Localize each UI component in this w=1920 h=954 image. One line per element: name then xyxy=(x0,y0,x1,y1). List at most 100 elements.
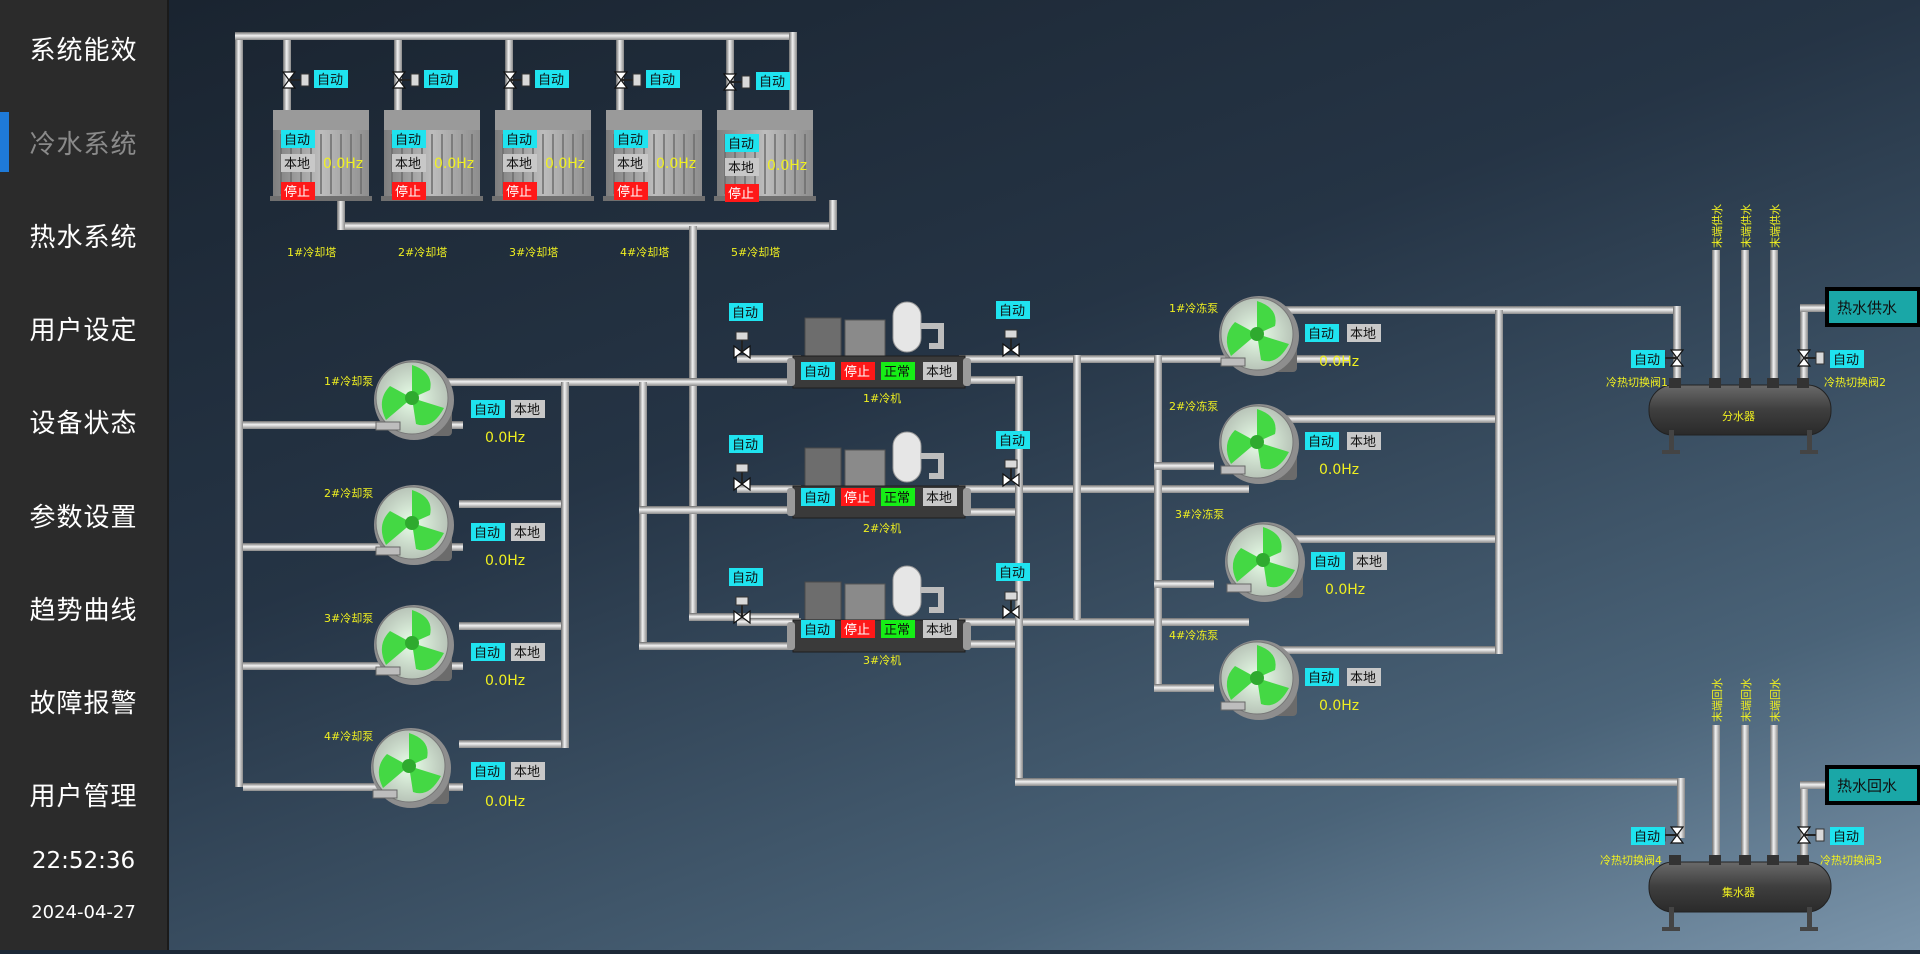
cooling-tower-2[interactable]: 自动 本地 停止 0.0Hz xyxy=(380,109,484,202)
chilled-pump-2[interactable]: 自动 本地 0.0Hz xyxy=(1218,403,1381,485)
chilled-water-diagram: 自动 本地 停止 0.0Hz 1#冷却塔 自动 自动 本地 停止 0.0Hz 2… xyxy=(169,0,1920,950)
chiller-1-label: 1#冷机 xyxy=(863,391,901,405)
cooling-tower-1[interactable]: 自动 本地 停止 0.0Hz xyxy=(269,109,373,202)
valve-auto: 自动 xyxy=(756,72,790,90)
chilled-pump-1[interactable]: 自动 本地 0.0Hz xyxy=(1218,295,1381,377)
cooling-tower-5[interactable]: 自动 本地 停止 0.0Hz xyxy=(713,109,817,202)
svg-text:本地: 本地 xyxy=(1350,671,1376,686)
svg-text:自动: 自动 xyxy=(649,73,675,88)
status-local: 本地 xyxy=(511,400,545,418)
svg-text:自动: 自动 xyxy=(999,304,1025,319)
cooling-pump-3[interactable]: 自动 本地 0.0Hz xyxy=(373,604,545,689)
collector-label: 集水器 xyxy=(1722,885,1755,899)
nav-user-management[interactable]: 用户管理 xyxy=(29,781,138,812)
svg-text:自动: 自动 xyxy=(732,306,758,321)
status-stop: 停止 xyxy=(281,182,315,200)
process-diagram: 自动 本地 停止 0.0Hz 1#冷却塔 自动 自动 本地 停止 0.0Hz 2… xyxy=(235,32,1920,931)
valve-auto: 自动 xyxy=(424,70,458,88)
svg-text:本地: 本地 xyxy=(514,403,540,418)
chilled-pump-3[interactable]: 自动 本地 0.0Hz xyxy=(1224,521,1387,603)
status-local: 本地 xyxy=(281,154,315,172)
svg-text:自动: 自动 xyxy=(474,403,500,418)
pipe-network xyxy=(235,32,1826,865)
hot-water-return-box[interactable]: 热水回水 xyxy=(1825,765,1920,805)
cooling-pump-4[interactable]: 自动 本地 0.0Hz xyxy=(370,727,545,810)
cooling-tower-1-label: 1#冷却塔 xyxy=(287,246,336,259)
nav-user-settings[interactable]: 用户设定 xyxy=(29,315,138,346)
svg-text:本地: 本地 xyxy=(514,646,540,661)
chiller-1[interactable]: 自动 停止 正常 本地 1#冷机 xyxy=(787,302,971,405)
cooling-pump-2[interactable]: 自动 本地 0.0Hz xyxy=(373,484,545,569)
cooling-tower-3-label: 3#冷却塔 xyxy=(509,246,558,259)
chiller-3[interactable]: 自动 停止 正常 本地 3#冷机 xyxy=(787,566,971,667)
cooling-pump-1-label: 1#冷却泵 xyxy=(324,375,373,388)
status-auto: 自动 xyxy=(801,620,835,638)
valve-auto: 自动 xyxy=(314,70,348,88)
nav-fault-alarm[interactable]: 故障报警 xyxy=(29,688,138,719)
svg-text:本地: 本地 xyxy=(514,526,540,541)
chiller-2[interactable]: 自动 停止 正常 本地 2#冷机 xyxy=(787,432,971,535)
status-auto: 自动 xyxy=(1305,668,1339,686)
nav-equipment-status[interactable]: 设备状态 xyxy=(29,408,138,439)
status-auto: 自动 xyxy=(801,488,835,506)
branch-return-label: 末端回水 xyxy=(1710,678,1724,722)
chiller-2-label: 2#冷机 xyxy=(863,521,901,535)
status-auto: 自动 xyxy=(725,134,759,152)
valve-auto: 自动 xyxy=(996,301,1030,319)
cooling-pump-1[interactable]: 自动 本地 0.0Hz xyxy=(373,359,545,446)
svg-text:本地: 本地 xyxy=(728,161,754,176)
status-stop: 停止 xyxy=(614,182,648,200)
valve-switch-4-label: 冷热切换阀4 xyxy=(1600,853,1662,867)
chilled-pump-4[interactable]: 自动 本地 0.0Hz xyxy=(1218,639,1381,721)
valve-auto: 自动 xyxy=(1830,827,1864,845)
status-local: 本地 xyxy=(511,643,545,661)
status-auto: 自动 xyxy=(471,400,505,418)
svg-text:正常: 正常 xyxy=(884,623,910,638)
status-local: 本地 xyxy=(923,488,957,506)
nav-chilled-water-system[interactable]: 冷水系统 xyxy=(0,110,167,174)
status-auto: 自动 xyxy=(471,523,505,541)
valve-icon[interactable] xyxy=(1002,329,1020,357)
svg-text:本地: 本地 xyxy=(1350,327,1376,342)
svg-text:自动: 自动 xyxy=(1308,671,1334,686)
status-auto: 自动 xyxy=(801,362,835,380)
water-distributor[interactable]: 分水器 xyxy=(1648,378,1832,454)
svg-text:自动: 自动 xyxy=(284,133,310,148)
cooling-tower-3[interactable]: 自动 本地 停止 0.0Hz xyxy=(491,109,595,202)
status-local: 本地 xyxy=(725,158,759,176)
hot-water-supply-box[interactable]: 热水供水 xyxy=(1825,287,1920,327)
frequency-readout: 0.0Hz xyxy=(485,553,525,569)
status-local: 本地 xyxy=(511,523,545,541)
valve-auto: 自动 xyxy=(996,563,1030,581)
valve-auto: 自动 xyxy=(729,435,763,453)
nav-system-efficiency[interactable]: 系统能效 xyxy=(29,35,138,66)
cooling-tower-4-label: 4#冷却塔 xyxy=(620,246,669,259)
chilled-pump-2-label: 2#冷冻泵 xyxy=(1169,399,1218,413)
valve-auto: 自动 xyxy=(729,568,763,586)
nav-parameter-settings[interactable]: 参数设置 xyxy=(29,502,138,533)
cooling-tower-2-label: 2#冷却塔 xyxy=(398,246,447,259)
svg-text:自动: 自动 xyxy=(1833,353,1859,368)
svg-text:自动: 自动 xyxy=(474,526,500,541)
status-local: 本地 xyxy=(1347,432,1381,450)
status-normal: 正常 xyxy=(881,362,915,380)
cooling-tower-4[interactable]: 自动 本地 停止 0.0Hz xyxy=(602,109,706,202)
svg-text:自动: 自动 xyxy=(395,133,421,148)
svg-text:本地: 本地 xyxy=(284,157,310,172)
svg-text:正常: 正常 xyxy=(884,491,910,506)
status-auto: 自动 xyxy=(471,643,505,661)
water-collector[interactable]: 集水器 xyxy=(1648,855,1832,931)
frequency-readout: 0.0Hz xyxy=(545,156,585,172)
valve-auto: 自动 xyxy=(535,70,569,88)
status-local: 本地 xyxy=(1347,668,1381,686)
valve-icon[interactable] xyxy=(733,331,751,359)
branch-supply-label: 末端供水 xyxy=(1739,204,1753,248)
svg-text:自动: 自动 xyxy=(732,438,758,453)
clock-date: 2024-04-27 xyxy=(31,902,136,923)
nav-trend-curves[interactable]: 趋势曲线 xyxy=(29,595,138,626)
nav-hot-water-system[interactable]: 热水系统 xyxy=(29,222,138,253)
svg-text:停止: 停止 xyxy=(617,184,643,200)
svg-text:自动: 自动 xyxy=(474,765,500,780)
valve-auto: 自动 xyxy=(996,431,1030,449)
svg-text:自动: 自动 xyxy=(1308,327,1334,342)
